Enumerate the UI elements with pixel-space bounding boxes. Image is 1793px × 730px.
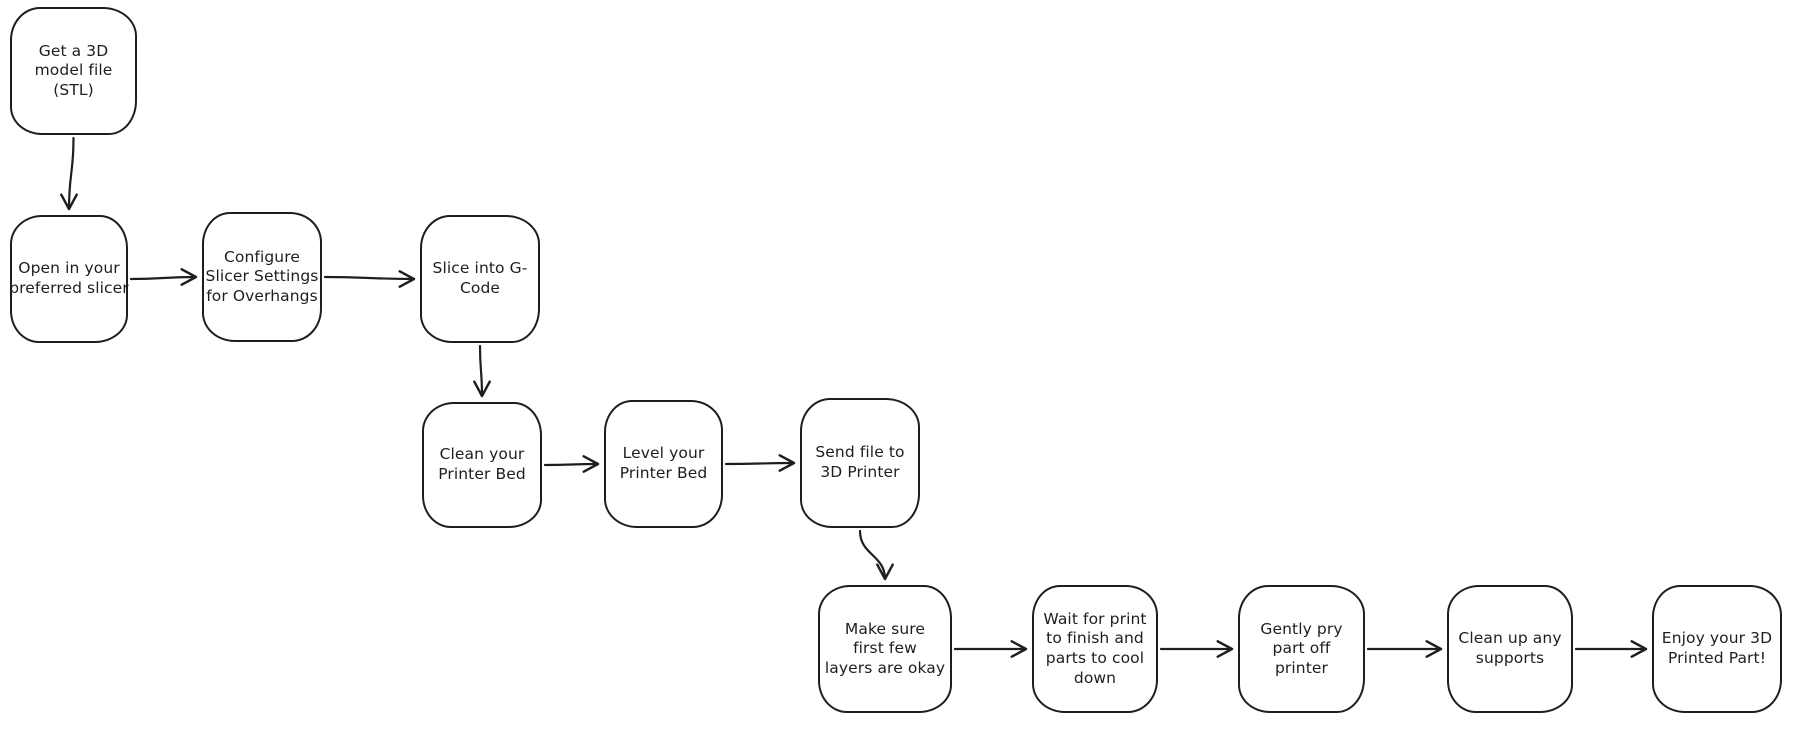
flow-node-label: Clean up any supports bbox=[1458, 629, 1562, 667]
flow-node-label: Make sure first few layers are okay bbox=[824, 619, 946, 677]
flow-node-label: Level your Printer Bed bbox=[619, 444, 708, 482]
flow-node-label: Send file to 3D Printer bbox=[815, 443, 905, 481]
flow-node-send-file: Send file to 3D Printer bbox=[800, 398, 920, 528]
flow-node-label: Slice into G- Code bbox=[432, 259, 528, 297]
flow-node-wait-print: Wait for print to finish and parts to co… bbox=[1032, 585, 1158, 713]
arrow-configure-slicer-to-slice-gcode bbox=[323, 270, 416, 288]
arrow-send-file-to-first-layers bbox=[858, 529, 894, 581]
flow-node-label: Clean your Printer Bed bbox=[438, 445, 526, 483]
flow-node-open-slicer: Open in your preferred slicer bbox=[9, 215, 129, 343]
flow-node-enjoy-part: Enjoy your 3D Printed Part! bbox=[1652, 585, 1782, 713]
flow-node-level-bed: Level your Printer Bed bbox=[604, 400, 723, 528]
flow-node-configure-slicer: Configure Slicer Settings for Overhangs bbox=[202, 212, 322, 342]
flow-node-label: Enjoy your 3D Printed Part! bbox=[1661, 629, 1773, 667]
flow-node-label: Open in your preferred slicer bbox=[9, 259, 129, 297]
arrow-open-slicer-to-configure-slicer bbox=[129, 268, 198, 286]
arrow-level-bed-to-send-file bbox=[724, 454, 796, 472]
flow-node-clean-bed: Clean your Printer Bed bbox=[422, 402, 542, 528]
arrow-clean-bed-to-level-bed bbox=[543, 455, 600, 473]
flow-node-label: Gently pry part off printer bbox=[1260, 619, 1343, 677]
arrow-get-model-to-open-slicer bbox=[60, 136, 78, 211]
flow-node-label: Configure Slicer Settings for Overhangs bbox=[205, 247, 319, 305]
flow-node-clean-supports: Clean up any supports bbox=[1447, 585, 1573, 713]
arrow-slice-gcode-to-clean-bed bbox=[473, 344, 491, 398]
flow-node-pry-part: Gently pry part off printer bbox=[1238, 585, 1365, 713]
flow-node-label: Get a 3D model file (STL) bbox=[34, 41, 113, 99]
flow-node-label: Wait for print to finish and parts to co… bbox=[1043, 609, 1147, 687]
flow-node-get-model: Get a 3D model file (STL) bbox=[10, 7, 137, 135]
flow-node-slice-gcode: Slice into G- Code bbox=[420, 215, 540, 343]
flow-node-first-layers: Make sure first few layers are okay bbox=[818, 585, 952, 713]
